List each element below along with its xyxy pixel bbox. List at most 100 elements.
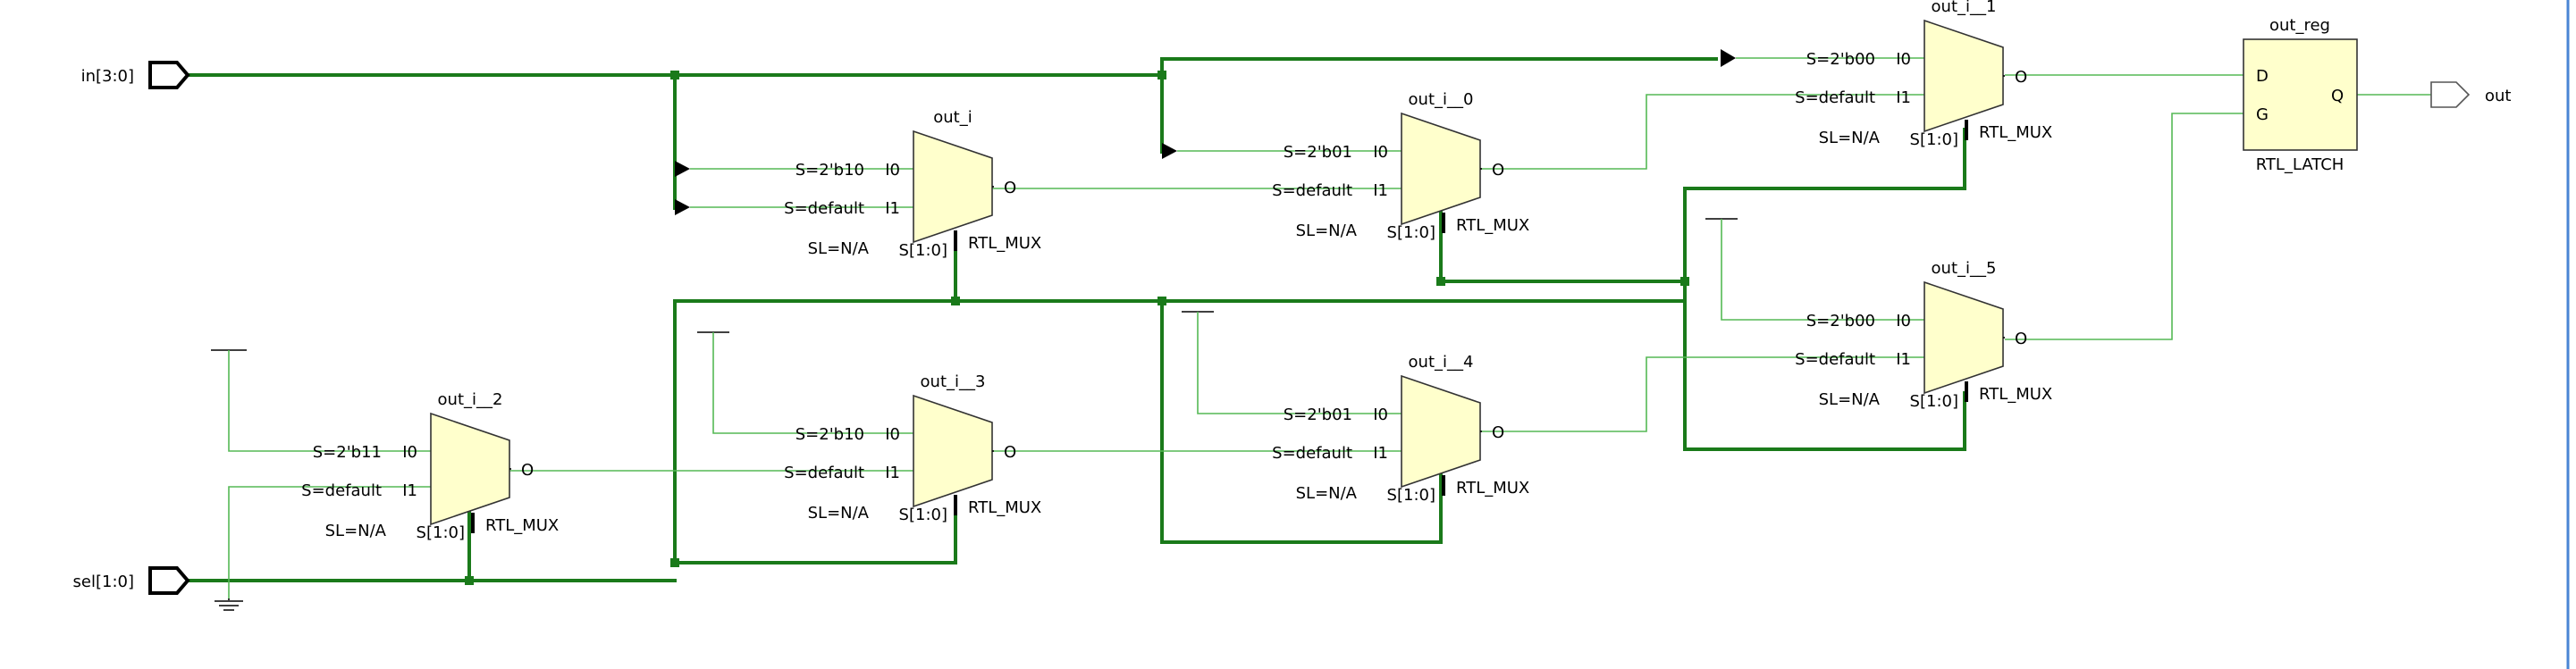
- mux-pin-o: O: [2015, 330, 2027, 348]
- mux-pin-sel: S[1:0]: [1387, 223, 1435, 242]
- mux-type: RTL_MUX: [968, 234, 1041, 253]
- mux-out-i--5[interactable]: out_i__5I0I1S=2'b00S=defaultOS[1:0]SL=N/…: [1795, 259, 2052, 411]
- mux-pin-i0: I0: [402, 443, 417, 462]
- port-sel-label: sel[1:0]: [73, 573, 134, 591]
- mux-body[interactable]: [1924, 280, 2004, 395]
- mux-sl: SL=N/A: [1296, 484, 1358, 503]
- mux-pin-o: O: [521, 461, 534, 480]
- mux-pin-sel: S[1:0]: [1910, 130, 1958, 149]
- mux-body[interactable]: [1401, 112, 1481, 226]
- mux-body[interactable]: [430, 412, 510, 526]
- latch-out-reg[interactable]: out_reg RTL_LATCH D G Q: [2243, 16, 2358, 174]
- junction-dot: [1436, 277, 1445, 286]
- mux-pin-i0: I0: [885, 425, 900, 444]
- mux-case-i1: S=default: [784, 464, 864, 482]
- mux-name: out_i__5: [1932, 259, 1997, 278]
- net: [1197, 312, 1402, 414]
- mux-pin-i1: I1: [1373, 181, 1388, 200]
- mux-body[interactable]: [913, 130, 993, 244]
- mux-sl: SL=N/A: [1819, 129, 1881, 147]
- port-out[interactable]: out: [2430, 81, 2511, 108]
- mux-case-i1: S=default: [1272, 181, 1352, 200]
- junction-dot: [670, 71, 679, 79]
- mux-pin-i0: I0: [1373, 143, 1388, 162]
- net: [1479, 94, 1924, 170]
- arrow-head: [1162, 143, 1177, 159]
- bus-sel-mux5[interactable]: [1683, 391, 1966, 451]
- latch-pin-d: D: [2256, 67, 2269, 86]
- net: [2005, 113, 2243, 340]
- mux-sl: SL=N/A: [1819, 390, 1881, 409]
- mux-case-i1: S=default: [1272, 444, 1352, 463]
- arrow-head: [1721, 49, 1736, 67]
- input-port-shape[interactable]: [148, 61, 190, 89]
- mux-pin-i1: I1: [1373, 444, 1388, 463]
- mux-pin-sel: S[1:0]: [899, 241, 947, 260]
- mux-case-i0: S=2'b00: [1806, 312, 1875, 330]
- mux-pin-o: O: [1492, 423, 1504, 442]
- arrow-head: [675, 199, 690, 215]
- net: [712, 332, 913, 434]
- port-in[interactable]: in[3:0]: [81, 61, 190, 89]
- mux-type: RTL_MUX: [968, 498, 1041, 517]
- mux-case-i1: S=default: [784, 199, 864, 218]
- mux-pin-sel: S[1:0]: [417, 523, 465, 542]
- junction-dot: [670, 558, 679, 567]
- mux-sl: SL=N/A: [325, 522, 387, 540]
- junction-dot: [465, 576, 474, 585]
- mux-type: RTL_MUX: [1979, 385, 2052, 404]
- arrow-head: [675, 161, 690, 177]
- mux-out-i--1[interactable]: out_i__1I0I1S=2'b00S=defaultOS[1:0]SL=N/…: [1795, 0, 2052, 149]
- port-sel[interactable]: sel[1:0]: [73, 566, 190, 595]
- latch-type: RTL_LATCH: [2256, 155, 2344, 174]
- port-in-label: in[3:0]: [81, 67, 134, 86]
- mux-case-i0: S=2'b10: [796, 425, 864, 444]
- mux-type: RTL_MUX: [1456, 216, 1529, 235]
- mux-case-i1: S=default: [1795, 88, 1875, 107]
- net: [228, 350, 431, 452]
- mux-out-i--0[interactable]: out_i__0I0I1S=2'b01S=defaultOS[1:0]SL=N/…: [1272, 90, 1529, 242]
- mux-pin-i1: I1: [402, 481, 417, 500]
- bus-sel-mux4[interactable]: [1160, 299, 1443, 544]
- mux-pin-sel: S[1:0]: [1387, 486, 1435, 505]
- mux-name: out_i__3: [921, 372, 986, 391]
- net: [1479, 356, 1924, 432]
- mux-name: out_i__0: [1409, 90, 1474, 109]
- latch-body[interactable]: [2243, 38, 2358, 151]
- mux-body[interactable]: [913, 394, 993, 508]
- mux-body[interactable]: [1401, 374, 1481, 489]
- mux-pin-o: O: [2015, 68, 2027, 87]
- mux-name: out_i__4: [1409, 353, 1474, 372]
- input-port-shape[interactable]: [148, 566, 190, 595]
- mux-body[interactable]: [1924, 19, 2004, 133]
- junction-dot: [951, 297, 960, 305]
- bus-sel-mux3-loop[interactable]: [673, 299, 957, 564]
- mux-case-i0: S=2'b11: [313, 443, 382, 462]
- mux-name: out_i__2: [438, 390, 503, 409]
- junction-dot: [1680, 277, 1689, 286]
- bus-sel-mux1[interactable]: [1683, 128, 1966, 451]
- latch-pin-q: Q: [2331, 87, 2344, 105]
- mux-pin-i1: I1: [885, 199, 900, 218]
- mux-type: RTL_MUX: [1979, 123, 2052, 142]
- nets: [211, 57, 2431, 611]
- mux-type: RTL_MUX: [1456, 479, 1529, 498]
- latch-name: out_reg: [2269, 16, 2330, 35]
- mux-out-i--4[interactable]: out_i__4I0I1S=2'b01S=defaultOS[1:0]SL=N/…: [1272, 353, 1529, 505]
- mux-out-i--2[interactable]: out_i__2I0I1S=2'b11S=defaultOS[1:0]SL=N/…: [301, 390, 559, 542]
- output-port-shape[interactable]: [2430, 81, 2471, 108]
- buses: [186, 57, 1966, 582]
- mux-sl: SL=N/A: [808, 504, 870, 523]
- mux-pin-i0: I0: [885, 161, 900, 180]
- mux-pin-o: O: [1004, 179, 1016, 197]
- mux-type: RTL_MUX: [485, 516, 559, 535]
- mux-out-i--3[interactable]: out_i__3I0I1S=2'b10S=defaultOS[1:0]SL=N/…: [784, 372, 1041, 524]
- mux-pin-i1: I1: [885, 464, 900, 482]
- mux-pin-i0: I0: [1896, 50, 1911, 69]
- net: [228, 486, 431, 598]
- mux-name: out_i: [933, 108, 972, 127]
